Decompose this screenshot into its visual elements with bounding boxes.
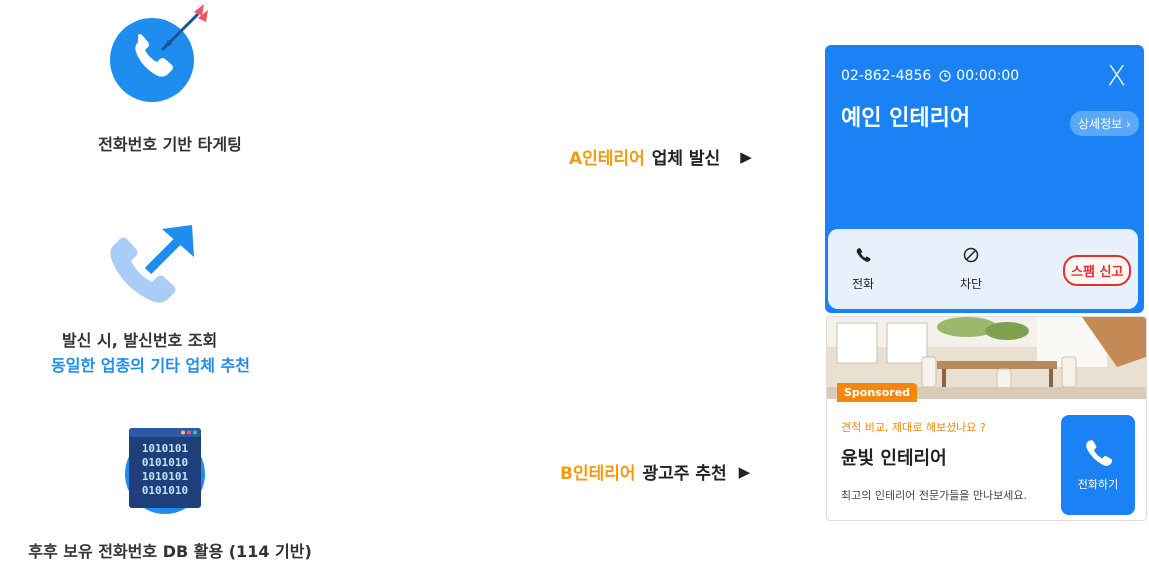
phone-dart-icon [110,4,208,102]
flow-a-text: 업체 발신 [651,149,721,169]
feature-db-label: 후후 보유 전화번호 DB 활용 (114 기반) [28,542,312,561]
call-action-phone[interactable]: 전화 [848,247,878,292]
flow-a-company: A인테리어 [569,149,645,169]
feature-targeting: 전화번호 기반 타게팅 [60,0,280,160]
outgoing-call-icon [110,225,194,303]
ad-call-button-label: 전화하기 [1077,478,1119,491]
svg-text:0101010: 0101010 [142,456,188,469]
phone-icon [1086,440,1113,466]
flow-b-company: B인테리어 [560,464,636,484]
flow-b-recommend: B인테리어 광고주 추천 ▶ [560,459,751,485]
call-action-bar: 전화 차단 스팸 신고 [828,229,1138,309]
arrow-right-icon: ▶ [738,462,751,481]
phone-icon [856,248,871,262]
svg-text:1010101: 1010101 [142,442,189,455]
phone-number: 02-862-4856 [841,68,932,84]
interior-photo [827,317,1146,399]
svg-text:0101010: 0101010 [142,484,188,497]
ad-tagline: 견적 비교, 제대로 해보셨나요 ? [841,421,986,434]
binary-database-icon: 1010101 0101010 1010101 0101010 [125,428,205,514]
clock-icon [939,70,951,82]
feature-targeting-label: 전화번호 기반 타게팅 [98,135,242,154]
block-icon [963,247,979,263]
spam-report-button[interactable]: 스팸 신고 [1063,255,1132,286]
call-action-block-label: 차단 [959,277,983,291]
call-action-block[interactable]: 차단 [956,247,986,292]
sponsored-ad-card[interactable]: Sponsored 견적 비교, 제대로 해보셨나요 ? 윤빛 인테리어 최고의… [826,316,1147,521]
call-action-phone-label: 전화 [851,277,875,291]
detail-info-button[interactable]: 상세정보 › [1070,111,1139,136]
ad-company-name: 윤빛 인테리어 [841,448,947,469]
feature-outgoing-sub-label: 동일한 업종의 기타 업체 추천 [51,356,250,375]
ad-call-button[interactable]: 전화하기 [1061,415,1135,515]
close-button[interactable]: X [1107,59,1127,92]
feature-outgoing-lookup: 발신 시, 발신번호 조회 동일한 업종의 기타 업체 추천 [40,205,300,380]
sponsored-badge: Sponsored [837,383,918,402]
caller-company-name: 예인 인테리어 [841,106,971,131]
svg-text:1010101: 1010101 [142,470,189,483]
flow-a-outgoing: A인테리어 업체 발신 ▶ [569,144,752,170]
incoming-call-screen: 02-862-4856 00:00:00 X 예인 인테리어 상세정보 › 전화… [825,45,1144,313]
call-timer: 00:00:00 [956,68,1020,84]
feature-outgoing-label: 발신 시, 발신번호 조회 [62,331,218,350]
feature-db: 1010101 0101010 1010101 0101010 후후 보유 전화… [0,420,340,565]
flow-b-text: 광고주 추천 [642,464,727,484]
ad-description: 최고의 인테리어 전문가들을 만나보세요. [841,489,1028,502]
call-info-line: 02-862-4856 00:00:00 [841,68,1019,84]
arrow-right-icon: ▶ [740,147,752,166]
